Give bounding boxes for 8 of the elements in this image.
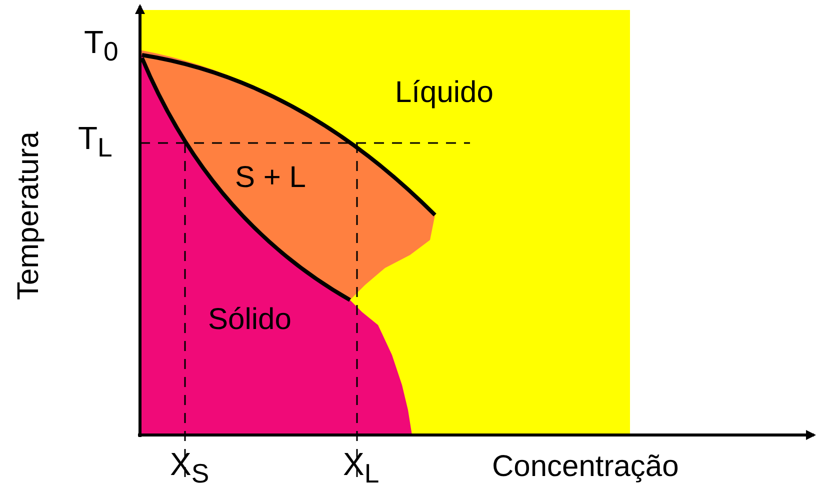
region-label: Líquido xyxy=(395,78,494,108)
region-label: Sólido xyxy=(208,305,292,335)
axis-title: Temperatura xyxy=(14,132,44,300)
tick-label: T$_{L}$ xyxy=(78,122,112,162)
tick-label: X$_{L}$ xyxy=(343,448,380,488)
axis-title: Concentração xyxy=(492,452,679,482)
region-label: S + L xyxy=(235,163,306,193)
tick-label: T$_{0}$ xyxy=(84,26,118,66)
